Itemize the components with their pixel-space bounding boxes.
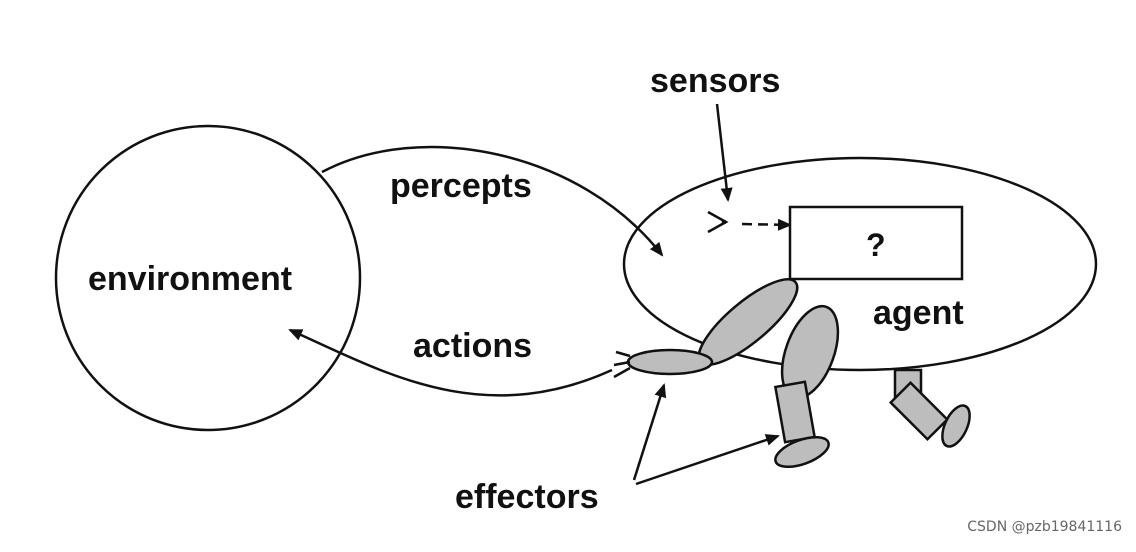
watermark: CSDN @pzb19841116 <box>967 519 1122 535</box>
leg-limb-2 <box>888 368 971 448</box>
effectors-arrow-leg <box>635 434 780 486</box>
effectors-label: effectors <box>455 478 599 516</box>
agent-label: agent <box>873 294 964 332</box>
actions-arrow <box>288 328 613 397</box>
unknown-box-label: ? <box>866 227 886 263</box>
percepts-label: percepts <box>390 167 532 205</box>
sensors-label: sensors <box>650 62 780 100</box>
sensor-to-box-arrow <box>741 218 792 231</box>
effectors-arrow-arm <box>632 383 667 481</box>
arm-limb <box>613 278 799 379</box>
environment-label: environment <box>88 260 292 298</box>
leg-limb-1 <box>773 304 840 469</box>
percepts-arrow <box>321 145 664 257</box>
unknown-box <box>788 205 964 281</box>
actions-label: actions <box>413 327 532 365</box>
environment-circle <box>54 124 362 432</box>
sensors-arrow <box>715 103 733 202</box>
eye-icon <box>707 210 729 234</box>
agent-ellipse <box>622 156 1098 372</box>
